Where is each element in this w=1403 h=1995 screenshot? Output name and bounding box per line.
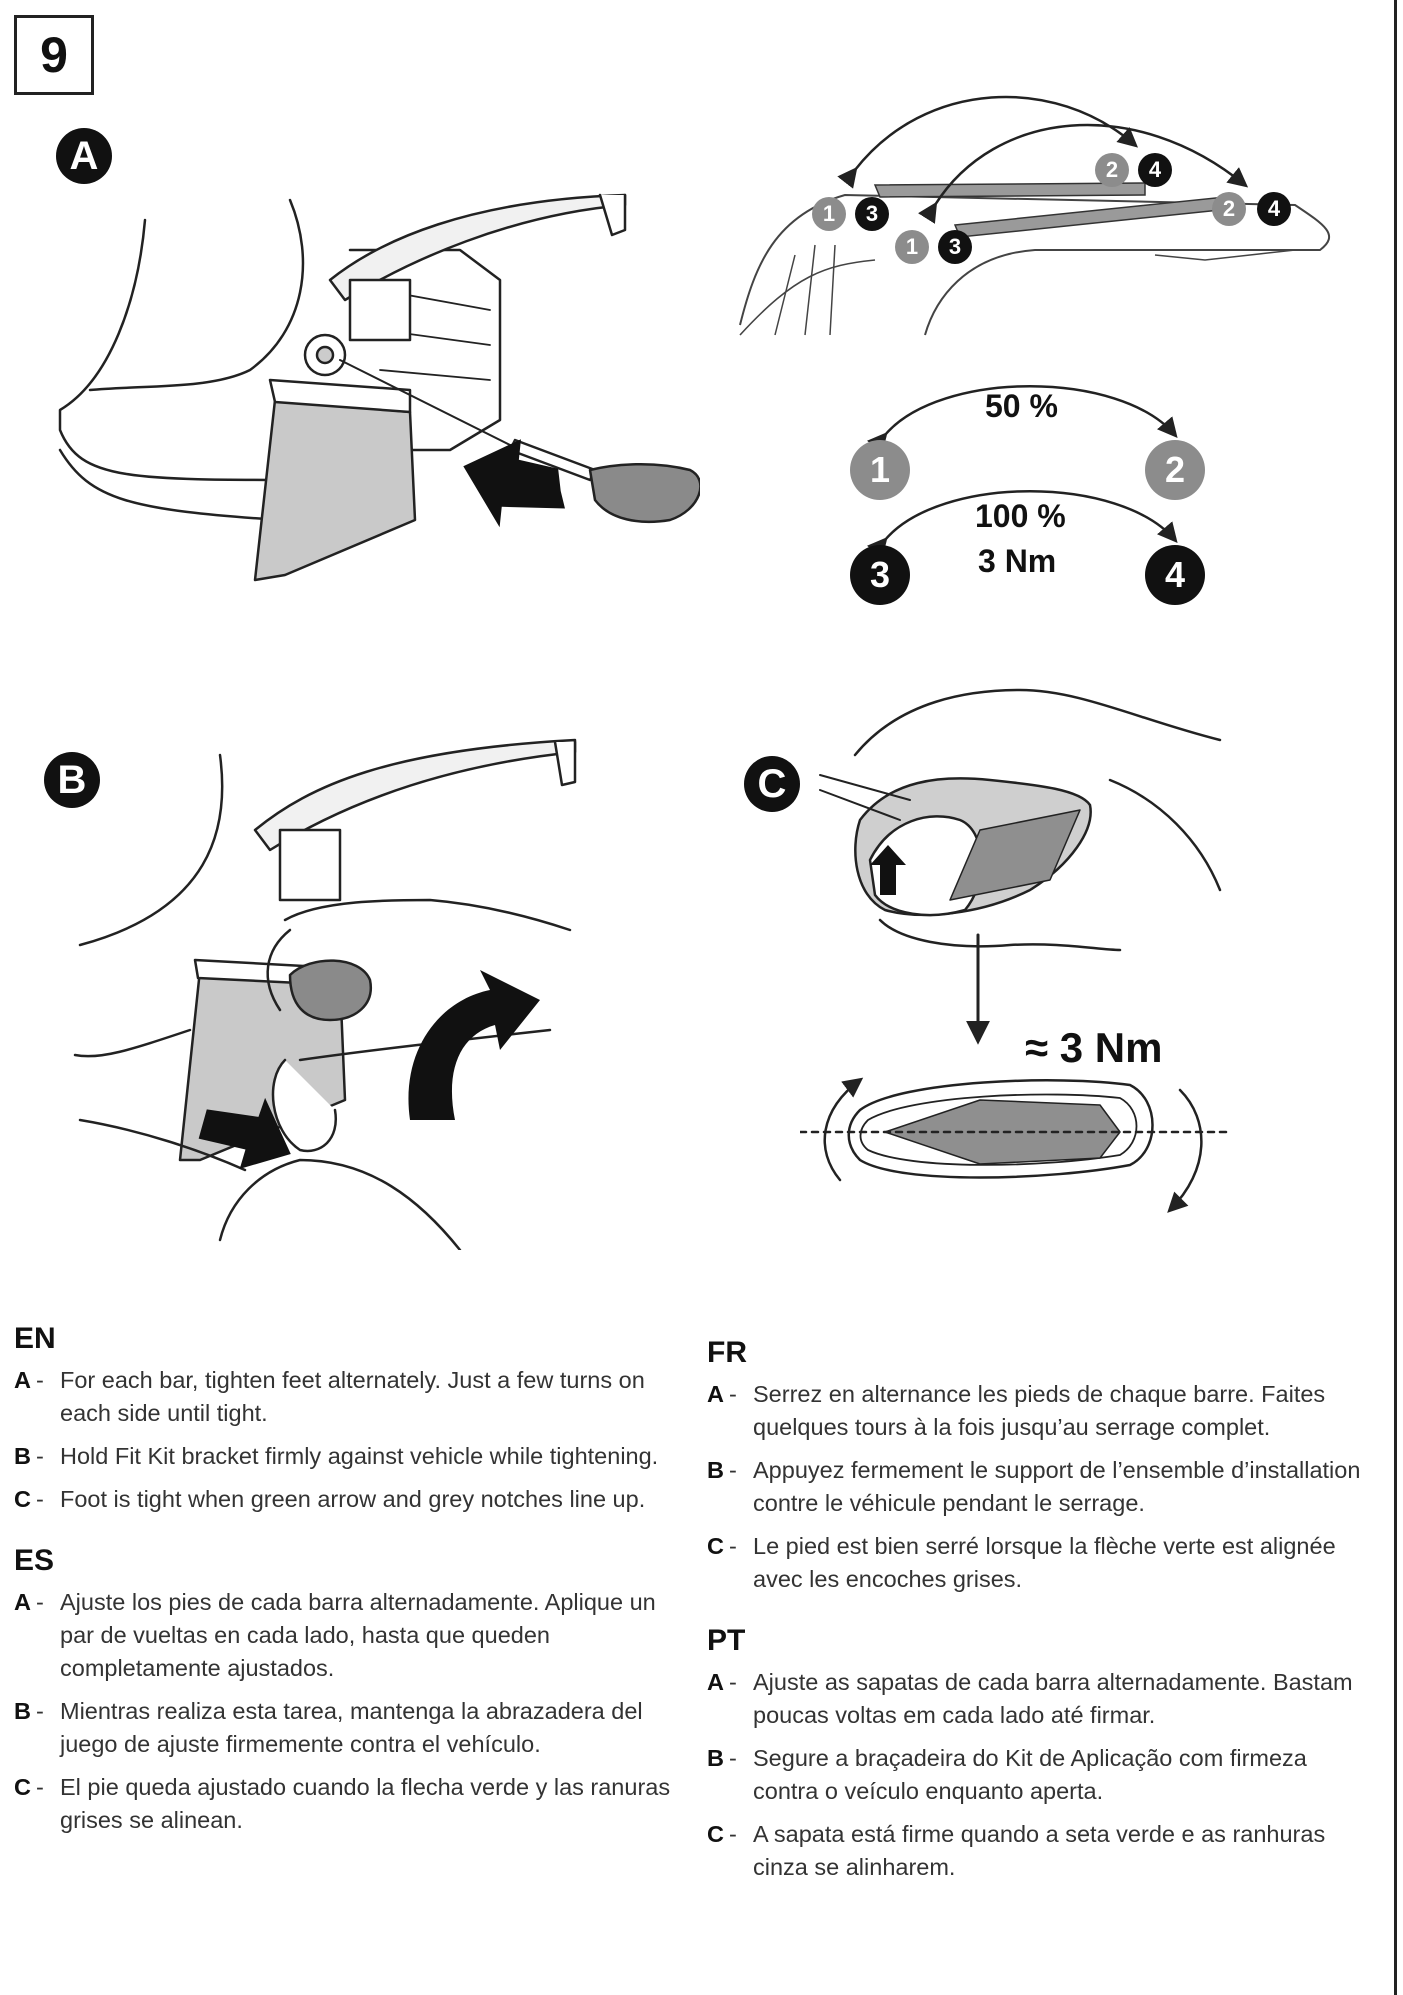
item-key: C <box>14 1486 31 1512</box>
panel-c-badge-label: C <box>757 761 787 806</box>
foot-3-label: 3 <box>869 554 891 595</box>
foot-2-marker: 2 <box>1145 440 1205 500</box>
roof-foot-2b-marker: 2 <box>1212 192 1246 226</box>
item-text: Mientras realiza esta tarea, mantenga la… <box>60 1698 643 1757</box>
item-key: B <box>14 1698 31 1724</box>
section-fr-title: FR <box>707 1336 747 1369</box>
section-es-item-a: A-Ajuste los pies de cada barra alternad… <box>14 1586 674 1685</box>
item-text: Ajuste los pies de cada barra alternadam… <box>60 1589 656 1681</box>
section-en-item-c: C-Foot is tight when green arrow and gre… <box>14 1483 674 1516</box>
foot-4-marker: 4 <box>1145 545 1205 605</box>
section-en-title: EN <box>14 1322 56 1355</box>
section-pt-item-a: A-Ajuste as sapatas de cada barra altern… <box>707 1666 1367 1732</box>
second-pass-torque: 3 Nm <box>978 543 1057 579</box>
roof-foot-4-label: 4 <box>1148 157 1162 182</box>
item-text: Ajuste as sapatas de cada barra alternad… <box>753 1669 1353 1728</box>
section-pt-title: PT <box>707 1624 746 1657</box>
section-fr: FR A-Serrez en alternance les pieds de c… <box>707 1336 1367 1596</box>
second-pass-label: 100 % <box>975 498 1066 534</box>
section-es-title: ES <box>14 1544 55 1577</box>
section-es: ES A-Ajuste los pies de cada barra alter… <box>14 1544 674 1837</box>
panel-b-illustration <box>73 738 577 1250</box>
item-key: B <box>707 1457 724 1483</box>
roof-foot-4-marker: 4 <box>1138 153 1172 187</box>
roof-foot-3-marker: 3 <box>855 197 889 231</box>
roof-foot-2b-label: 2 <box>1222 196 1236 221</box>
item-key: A <box>707 1669 724 1695</box>
panel-b-badge-label: B <box>57 757 87 802</box>
section-es-item-c: C-El pie queda ajustado cuando la flecha… <box>14 1771 674 1837</box>
item-text: A sapata está firme quando a seta verde … <box>753 1821 1326 1880</box>
item-text: Serrez en alternance les pieds de chaque… <box>753 1381 1326 1440</box>
section-es-item-b: B-Mientras realiza esta tarea, mantenga … <box>14 1695 674 1761</box>
section-fr-item-a: A-Serrez en alternance les pieds de chaq… <box>707 1378 1367 1444</box>
roof-foot-3b-marker: 3 <box>938 230 972 264</box>
item-key: C <box>14 1774 31 1800</box>
item-text: El pie queda ajustado cuando la flecha v… <box>60 1774 671 1833</box>
roof-foot-2-label: 2 <box>1105 157 1119 182</box>
first-pass-label: 50 % <box>985 388 1058 424</box>
item-text: Segure a braçadeira do Kit de Aplicação … <box>753 1745 1307 1804</box>
section-en-item-a: A-For each bar, tighten feet alternately… <box>14 1364 674 1430</box>
item-key: A <box>14 1367 31 1393</box>
item-text: Appuyez fermement le support de l’ensemb… <box>753 1457 1361 1516</box>
panel-c-illustration <box>800 688 1232 1213</box>
panel-a-badge: A <box>56 128 112 184</box>
tightening-sequence-diagram <box>867 385 1178 559</box>
panel-a-illustration <box>58 193 700 582</box>
item-key: B <box>14 1443 31 1469</box>
text-column-left: EN A-For each bar, tighten feet alternat… <box>14 1322 674 1865</box>
item-key: C <box>707 1821 724 1847</box>
panel-c-torque-label: ≈ 3 Nm <box>1025 1024 1163 1071</box>
foot-1-label: 1 <box>869 449 891 490</box>
roof-foot-1-marker: 1 <box>812 197 846 231</box>
item-key: A <box>707 1381 724 1407</box>
item-key: C <box>707 1533 724 1559</box>
step-number: 9 <box>40 27 68 83</box>
roof-foot-4b-marker: 4 <box>1257 192 1291 226</box>
roof-foot-3b-label: 3 <box>948 234 962 259</box>
item-text: Hold Fit Kit bracket firmly against vehi… <box>60 1443 659 1469</box>
roof-foot-1b-marker: 1 <box>895 230 929 264</box>
step-number-box: 9 <box>14 15 94 95</box>
item-text: Le pied est bien serré lorsque la flèche… <box>753 1533 1336 1592</box>
section-pt-item-b: B-Segure a braçadeira do Kit de Aplicaçã… <box>707 1742 1367 1808</box>
item-key: B <box>707 1745 724 1771</box>
section-en: EN A-For each bar, tighten feet alternat… <box>14 1322 674 1516</box>
section-en-item-b: B-Hold Fit Kit bracket firmly against ve… <box>14 1440 674 1473</box>
panel-a-badge-label: A <box>69 133 99 178</box>
text-column-right: FR A-Serrez en alternance les pieds de c… <box>707 1336 1367 1912</box>
item-text: For each bar, tighten feet alternately. … <box>60 1367 645 1426</box>
roof-foot-1-label: 1 <box>822 201 836 226</box>
roof-foot-3-label: 3 <box>865 201 879 226</box>
section-pt: PT A-Ajuste as sapatas de cada barra alt… <box>707 1624 1367 1884</box>
page-right-border <box>1394 0 1397 1995</box>
foot-4-label: 4 <box>1164 554 1186 595</box>
section-fr-item-b: B-Appuyez fermement le support de l’ense… <box>707 1454 1367 1520</box>
roof-foot-2-marker: 2 <box>1095 153 1129 187</box>
roof-foot-4b-label: 4 <box>1267 196 1281 221</box>
section-fr-item-c: C-Le pied est bien serré lorsque la flèc… <box>707 1530 1367 1596</box>
item-key: A <box>14 1589 31 1615</box>
section-pt-item-c: C-A sapata está firme quando a seta verd… <box>707 1818 1367 1884</box>
foot-2-label: 2 <box>1164 449 1186 490</box>
panel-b-badge: B <box>44 752 100 808</box>
item-text: Foot is tight when green arrow and grey … <box>60 1486 646 1512</box>
foot-1-marker: 1 <box>850 440 910 500</box>
foot-3-marker: 3 <box>850 545 910 605</box>
panel-c-badge: C <box>744 756 800 812</box>
roof-foot-1b-label: 1 <box>905 234 919 259</box>
